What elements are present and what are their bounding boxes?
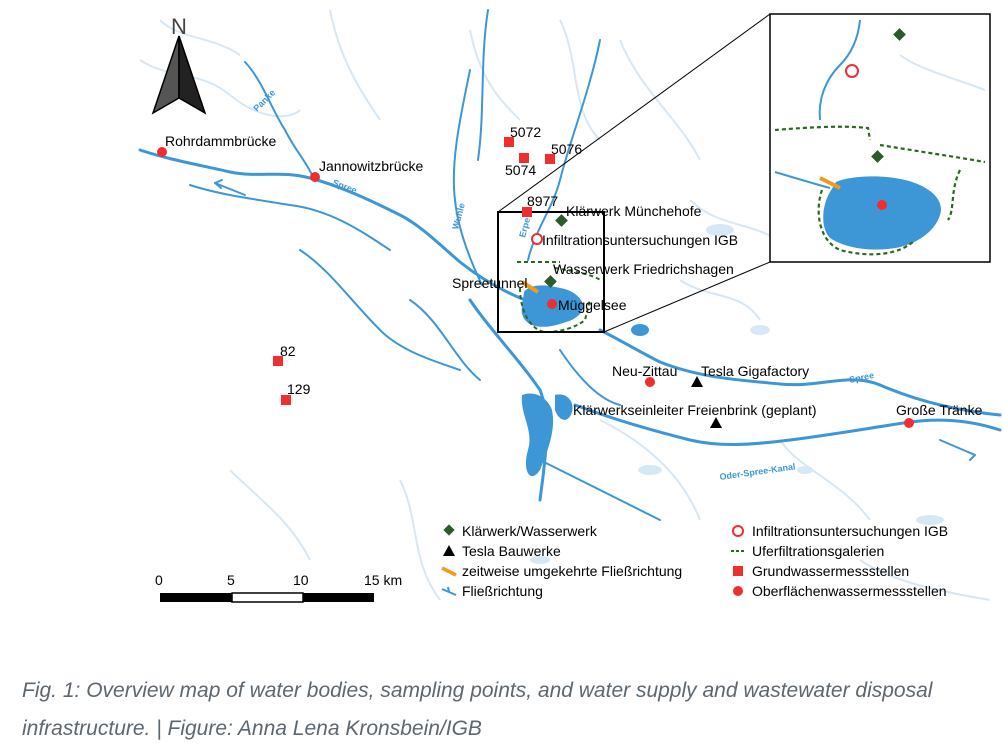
- minor-waterways: [139, 9, 991, 601]
- scale-tick-0: 0: [155, 572, 163, 588]
- inset-map: [769, 13, 991, 263]
- map: Panke Spree Wuhle Erpe Spree Oder-Spree-…: [138, 9, 1002, 603]
- dahme-lakes: [521, 324, 649, 477]
- legend-symbol-infiltration: [732, 525, 744, 537]
- marker-gw-5072: [504, 137, 514, 147]
- scale-tick-5: 5: [227, 572, 235, 588]
- label-jannowitzbruecke: Jannowitzbrücke: [319, 158, 423, 174]
- label-gw-129: 129: [287, 381, 311, 397]
- label-mueggelsee: Müggelsee: [558, 297, 627, 313]
- marker-rohrdammbruecke: [157, 147, 167, 157]
- label-gw-5072: 5072: [510, 124, 541, 140]
- marker-klaerwerkseinleiter: [710, 417, 722, 428]
- legend-item-surfacewater: Oberflächenwassermessstellen: [752, 583, 947, 599]
- label-gw-8977: 8977: [527, 193, 558, 209]
- uferfiltration-gallery-2: [554, 267, 601, 281]
- label-gw-5076: 5076: [551, 141, 582, 157]
- marker-gw-129: [281, 395, 291, 405]
- legend-item-groundwater: Grundwassermessstellen: [752, 563, 909, 579]
- legend-symbol-reverse-flow: [441, 566, 457, 577]
- label-gw-82: 82: [280, 343, 296, 359]
- marker-infiltration-igb: [531, 233, 543, 245]
- scale-tick-10: 10: [293, 572, 309, 588]
- marker-jannowitzbruecke: [310, 172, 320, 182]
- label-neu-zittau: Neu-Zittau: [612, 363, 677, 379]
- marker-spreetunnel-reverse-flow: [520, 280, 540, 294]
- label-spreetunnel: Spreetunnel: [452, 275, 528, 291]
- inset-mueggelsee: [823, 176, 941, 250]
- uferfiltration-gallery: [517, 261, 591, 334]
- label-klaerwerk-muenchehofe: Klärwerk Münchehofe: [566, 203, 702, 219]
- legend-symbol-tesla: [443, 545, 455, 556]
- legend-symbol-flow: [441, 586, 457, 596]
- markers: [157, 137, 914, 428]
- label-klaerwerkseinleiter: Klärwerkseinleiter Freienbrink (geplant): [573, 402, 817, 418]
- marker-grosse-traenke: [904, 418, 914, 428]
- marker-gw-5074: [519, 153, 529, 163]
- main-waterways: [138, 9, 1002, 521]
- inset-extent-box: [497, 211, 605, 333]
- marker-gw-82: [273, 356, 283, 366]
- legend-item-flow: Fließrichtung: [462, 583, 543, 599]
- scale-tick-15: 15 km: [364, 572, 402, 588]
- figure-caption: Fig. 1: Overview map of water bodies, sa…: [22, 679, 933, 740]
- label-tesla-gigafactory: Tesla Gigafactory: [701, 363, 809, 379]
- north-label: N: [171, 14, 187, 39]
- legend-symbol-surfacewater: [733, 586, 743, 596]
- legend-item-infiltration: Infiltrationsuntersuchungen IGB: [752, 523, 948, 539]
- label-wasserwerk-friedrichshagen: Wasserwerk Friedrichshagen: [553, 261, 734, 277]
- marker-gw-8977: [522, 207, 532, 217]
- legend-item-gallery: Uferfiltrationsgalerien: [752, 543, 884, 559]
- label-rohrdammbruecke: Rohrdammbrücke: [165, 133, 276, 149]
- marker-tesla-gigafactory: [691, 376, 703, 387]
- north-arrow: N: [151, 14, 207, 115]
- legend-item-tesla: Tesla Bauwerke: [462, 543, 561, 559]
- legend-symbol-groundwater: [733, 566, 743, 576]
- label-grosse-traenke: Große Tränke: [896, 402, 983, 418]
- marker-neu-zittau: [645, 377, 655, 387]
- label-infiltration-igb: Infiltrationsuntersuchungen IGB: [542, 232, 738, 248]
- flow-arrows: [214, 179, 976, 461]
- minor-lakes: [530, 224, 944, 564]
- scale-bar: 0 5 10 15 km: [155, 572, 402, 603]
- legend: Klärwerk/Wasserwerk Tesla Bauwerke zeitw…: [441, 523, 948, 599]
- legend-item-reverse-flow: zeitweise umgekehrte Fließrichtung: [462, 563, 682, 579]
- marker-mueggelsee: [547, 299, 557, 309]
- legend-item-klaerwerk: Klärwerk/Wasserwerk: [462, 523, 598, 539]
- label-gw-5074: 5074: [505, 162, 536, 178]
- marker-gw-5076: [545, 154, 555, 164]
- legend-symbol-klaerwerk: [443, 524, 455, 536]
